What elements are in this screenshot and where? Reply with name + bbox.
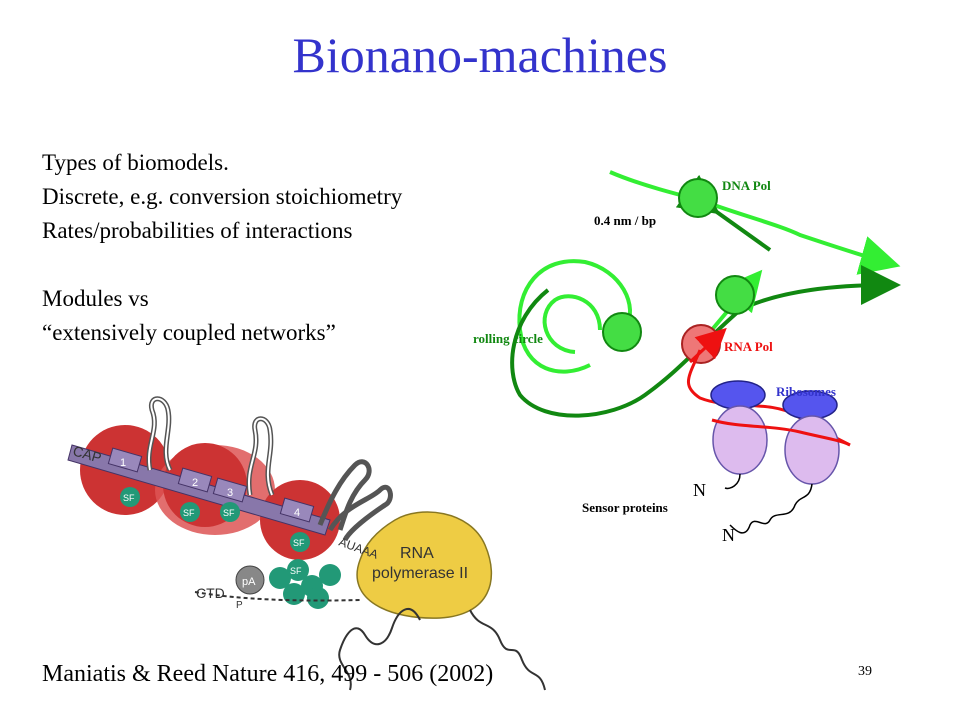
ribosomes-label: Ribosomes (776, 384, 836, 399)
sf-label: SF (223, 508, 235, 518)
page-number: 39 (858, 664, 872, 679)
cap-label: CAP (71, 443, 103, 466)
rolling-circle-tail (510, 265, 901, 418)
sf-label: SF (290, 566, 302, 576)
sf-cluster-ball (283, 583, 305, 605)
rna-label: RNA (400, 545, 434, 562)
exon-box (107, 447, 143, 473)
sf-cluster-ball (287, 559, 309, 581)
spacing-label: 0.4 nm / bp (594, 213, 656, 228)
rolling-circle-loop (517, 259, 632, 374)
rolling-circle-inner (542, 294, 602, 354)
nascent-chain-1 (724, 473, 741, 490)
polymerase-label: polymerase II (372, 565, 468, 582)
exon-label: 3 (227, 487, 233, 499)
dna-pol-label: DNA Pol (722, 178, 771, 193)
exon-box (212, 477, 248, 503)
sf-factor (120, 487, 140, 507)
exon-box (177, 467, 213, 493)
dna-polymerase (678, 178, 718, 218)
sf-cluster-ball (319, 564, 341, 586)
sf-label: SF (123, 493, 135, 503)
rolling-circle-label: rolling circle (473, 331, 543, 346)
mrna-arrow (688, 327, 727, 364)
bullet-line: “extensively coupled networks” (42, 320, 336, 345)
bullet-line: Discrete, e.g. conversion stoichiometry (42, 184, 403, 209)
sf-factor (180, 502, 200, 522)
sf-cluster-ball (307, 587, 329, 609)
sf-cluster-ball (269, 567, 291, 589)
exon-label: 4 (294, 507, 300, 519)
dna-strand-top-daughter (675, 174, 772, 252)
n-terminus-label-1: N (693, 480, 706, 500)
sensor-proteins-label: Sensor proteins (582, 500, 668, 515)
sf-factor (290, 532, 310, 552)
rna-polymerase-ii (356, 511, 493, 619)
rna-pol-label: RNA Pol (724, 339, 773, 354)
p-label: P (236, 600, 243, 611)
ctd-tail (194, 591, 361, 602)
sf-label: SF (183, 508, 195, 518)
exon-label: 1 (120, 457, 126, 469)
green-polymerase (715, 275, 755, 315)
sf-factor (220, 502, 240, 522)
nascent-chain-2 (729, 483, 813, 534)
bullet-line: Rates/probabilities of interactions (42, 218, 353, 243)
intron-loop (317, 459, 372, 531)
dna-helix-left (338, 608, 421, 691)
dna-strand-top (609, 170, 901, 275)
bullet-line: Modules vs (42, 286, 149, 311)
pa-factor (235, 565, 265, 595)
n-terminus-label-2: N (722, 525, 735, 545)
citation: Maniatis & Reed Nature 416, 499 - 506 (2… (42, 661, 494, 687)
dna-helix-right (469, 609, 546, 691)
exon-label: 2 (192, 477, 198, 489)
bullet-list: Types of biomodels. Discrete, e.g. conve… (42, 146, 402, 350)
pa-label: pA (242, 576, 256, 588)
rolling-circle-polymerase (602, 312, 642, 352)
bullet-line: Types of biomodels. (42, 150, 229, 175)
slide-title: Bionano-machines (292, 27, 668, 83)
exon-box (279, 497, 315, 523)
intron-loop (327, 484, 393, 542)
ctd-label: CTD (196, 585, 225, 601)
sf-label: SF (293, 538, 305, 548)
